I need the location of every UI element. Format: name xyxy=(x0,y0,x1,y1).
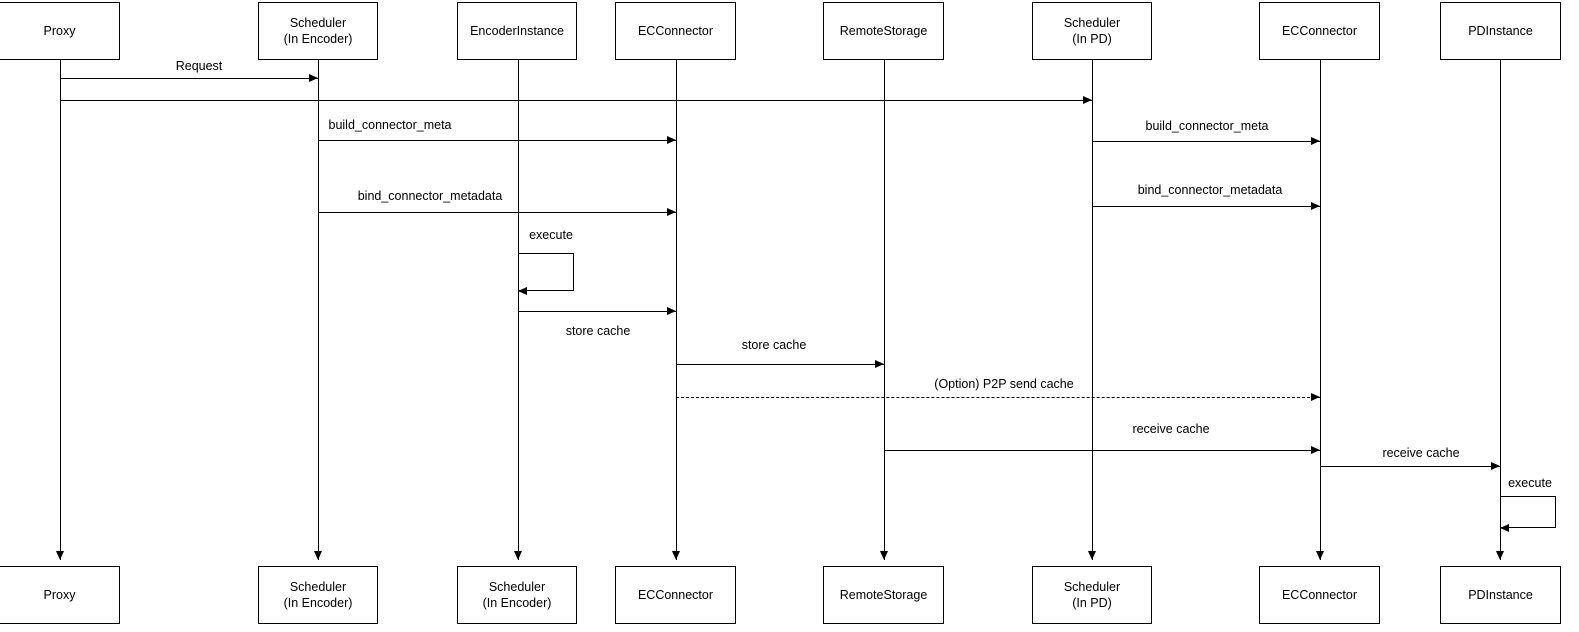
participant-footer-proxy[interactable]: Proxy xyxy=(0,566,120,624)
lifeline-end-arrow-icon-sched_enc xyxy=(314,551,322,560)
message-arrow-icon-m3 xyxy=(667,136,676,144)
lifeline-ec_conn_l xyxy=(676,60,677,560)
participant-header-label: Proxy xyxy=(43,24,76,38)
participant-header-sched_enc[interactable]: Scheduler (In Encoder) xyxy=(258,2,378,60)
message-line-m10 xyxy=(884,450,1320,451)
participant-header-label: RemoteStorage xyxy=(839,24,928,38)
participant-footer-label: PDInstance xyxy=(1468,588,1533,602)
participant-header-label: PDInstance xyxy=(1468,24,1533,38)
message-arrow-icon-m5 xyxy=(1311,202,1320,210)
self-message-arrow-icon-s2 xyxy=(1500,524,1509,532)
participant-header-pd_inst[interactable]: PDInstance xyxy=(1440,2,1561,60)
message-arrow-icon-m9 xyxy=(1311,393,1320,401)
lifeline-end-arrow-icon-remote_store xyxy=(880,551,888,560)
self-message-arrow-icon-s1 xyxy=(518,287,527,295)
message-arrow-icon-m7 xyxy=(667,307,676,315)
participant-footer-label: Scheduler (In Encoder) xyxy=(482,580,552,610)
message-line-m2 xyxy=(60,100,1092,101)
lifeline-sched_pd xyxy=(1092,60,1093,560)
message-line-m3 xyxy=(318,140,676,141)
lifeline-sched_enc xyxy=(318,60,319,560)
self-message-label-s2: execute xyxy=(1508,476,1552,490)
lifeline-end-arrow-icon-sched_pd xyxy=(1088,551,1096,560)
participant-footer-label: Scheduler (In PD) xyxy=(1063,580,1121,610)
participant-header-label: EncoderInstance xyxy=(470,24,564,38)
self-message-loop-s2 xyxy=(1500,496,1556,528)
participant-header-label: ECConnector xyxy=(637,24,714,38)
participant-header-proxy[interactable]: Proxy xyxy=(0,2,120,60)
lifeline-end-arrow-icon-pd_inst xyxy=(1496,551,1504,560)
participant-header-encoder_inst[interactable]: EncoderInstance xyxy=(457,2,577,60)
message-arrow-icon-m4 xyxy=(1311,137,1320,145)
participant-header-ec_conn_r[interactable]: ECConnector xyxy=(1259,2,1380,60)
participant-footer-sched_enc[interactable]: Scheduler (In Encoder) xyxy=(258,566,378,624)
participant-header-remote_store[interactable]: RemoteStorage xyxy=(823,2,944,60)
message-label-m5: bind_connector_metadata xyxy=(1137,183,1283,197)
message-label-m3: build_connector_meta xyxy=(328,118,452,132)
self-message-label-s1: execute xyxy=(529,228,573,242)
message-label-m6: bind_connector_metadata xyxy=(357,189,503,203)
lifeline-pd_inst xyxy=(1500,60,1501,560)
lifeline-remote_store xyxy=(884,60,885,560)
participant-footer-remote_store[interactable]: RemoteStorage xyxy=(823,566,944,624)
message-line-m11 xyxy=(1320,466,1500,467)
message-line-m7 xyxy=(518,311,676,312)
message-label-m9: (Option) P2P send cache xyxy=(934,377,1074,391)
message-label-m10: receive cache xyxy=(1132,422,1210,436)
message-line-m9 xyxy=(676,397,1320,398)
lifeline-end-arrow-icon-proxy xyxy=(56,551,64,560)
lifeline-proxy xyxy=(60,60,61,560)
lifeline-encoder_inst xyxy=(518,60,519,560)
lifeline-end-arrow-icon-encoder_inst xyxy=(514,551,522,560)
participant-header-label: ECConnector xyxy=(1281,24,1358,38)
message-label-m8: store cache xyxy=(741,338,807,352)
participant-header-ec_conn_l[interactable]: ECConnector xyxy=(615,2,736,60)
lifeline-end-arrow-icon-ec_conn_l xyxy=(672,551,680,560)
participant-footer-pd_inst[interactable]: PDInstance xyxy=(1440,566,1561,624)
participant-footer-ec_conn_l[interactable]: ECConnector xyxy=(615,566,736,624)
message-line-m6 xyxy=(318,212,676,213)
participant-footer-label: Scheduler (In Encoder) xyxy=(283,580,353,610)
participant-footer-label: RemoteStorage xyxy=(839,588,928,602)
participant-footer-ec_conn_r[interactable]: ECConnector xyxy=(1259,566,1380,624)
message-arrow-icon-m8 xyxy=(875,360,884,368)
message-label-m1: Request xyxy=(175,59,223,73)
participant-footer-label: ECConnector xyxy=(1281,588,1358,602)
participant-header-label: Scheduler (In PD) xyxy=(1063,16,1121,46)
lifeline-end-arrow-icon-ec_conn_r xyxy=(1316,551,1324,560)
message-label-m4: build_connector_meta xyxy=(1145,119,1269,133)
message-label-m11: receive cache xyxy=(1382,446,1460,460)
participant-footer-encoder_inst[interactable]: Scheduler (In Encoder) xyxy=(457,566,577,624)
message-arrow-icon-m10 xyxy=(1311,446,1320,454)
message-arrow-icon-m2 xyxy=(1083,96,1092,104)
message-arrow-icon-m1 xyxy=(309,74,318,82)
participant-footer-sched_pd[interactable]: Scheduler (In PD) xyxy=(1032,566,1152,624)
message-line-m5 xyxy=(1092,206,1320,207)
message-arrow-icon-m6 xyxy=(667,208,676,216)
participant-footer-label: Proxy xyxy=(43,588,76,602)
participant-header-sched_pd[interactable]: Scheduler (In PD) xyxy=(1032,2,1152,60)
participant-header-label: Scheduler (In Encoder) xyxy=(283,16,353,46)
message-arrow-icon-m11 xyxy=(1491,462,1500,470)
self-message-loop-s1 xyxy=(518,253,574,291)
message-label-m7: store cache xyxy=(565,324,631,338)
lifeline-ec_conn_r xyxy=(1320,60,1321,560)
participant-footer-label: ECConnector xyxy=(637,588,714,602)
message-line-m8 xyxy=(676,364,884,365)
message-line-m1 xyxy=(60,78,318,79)
message-line-m4 xyxy=(1092,141,1320,142)
